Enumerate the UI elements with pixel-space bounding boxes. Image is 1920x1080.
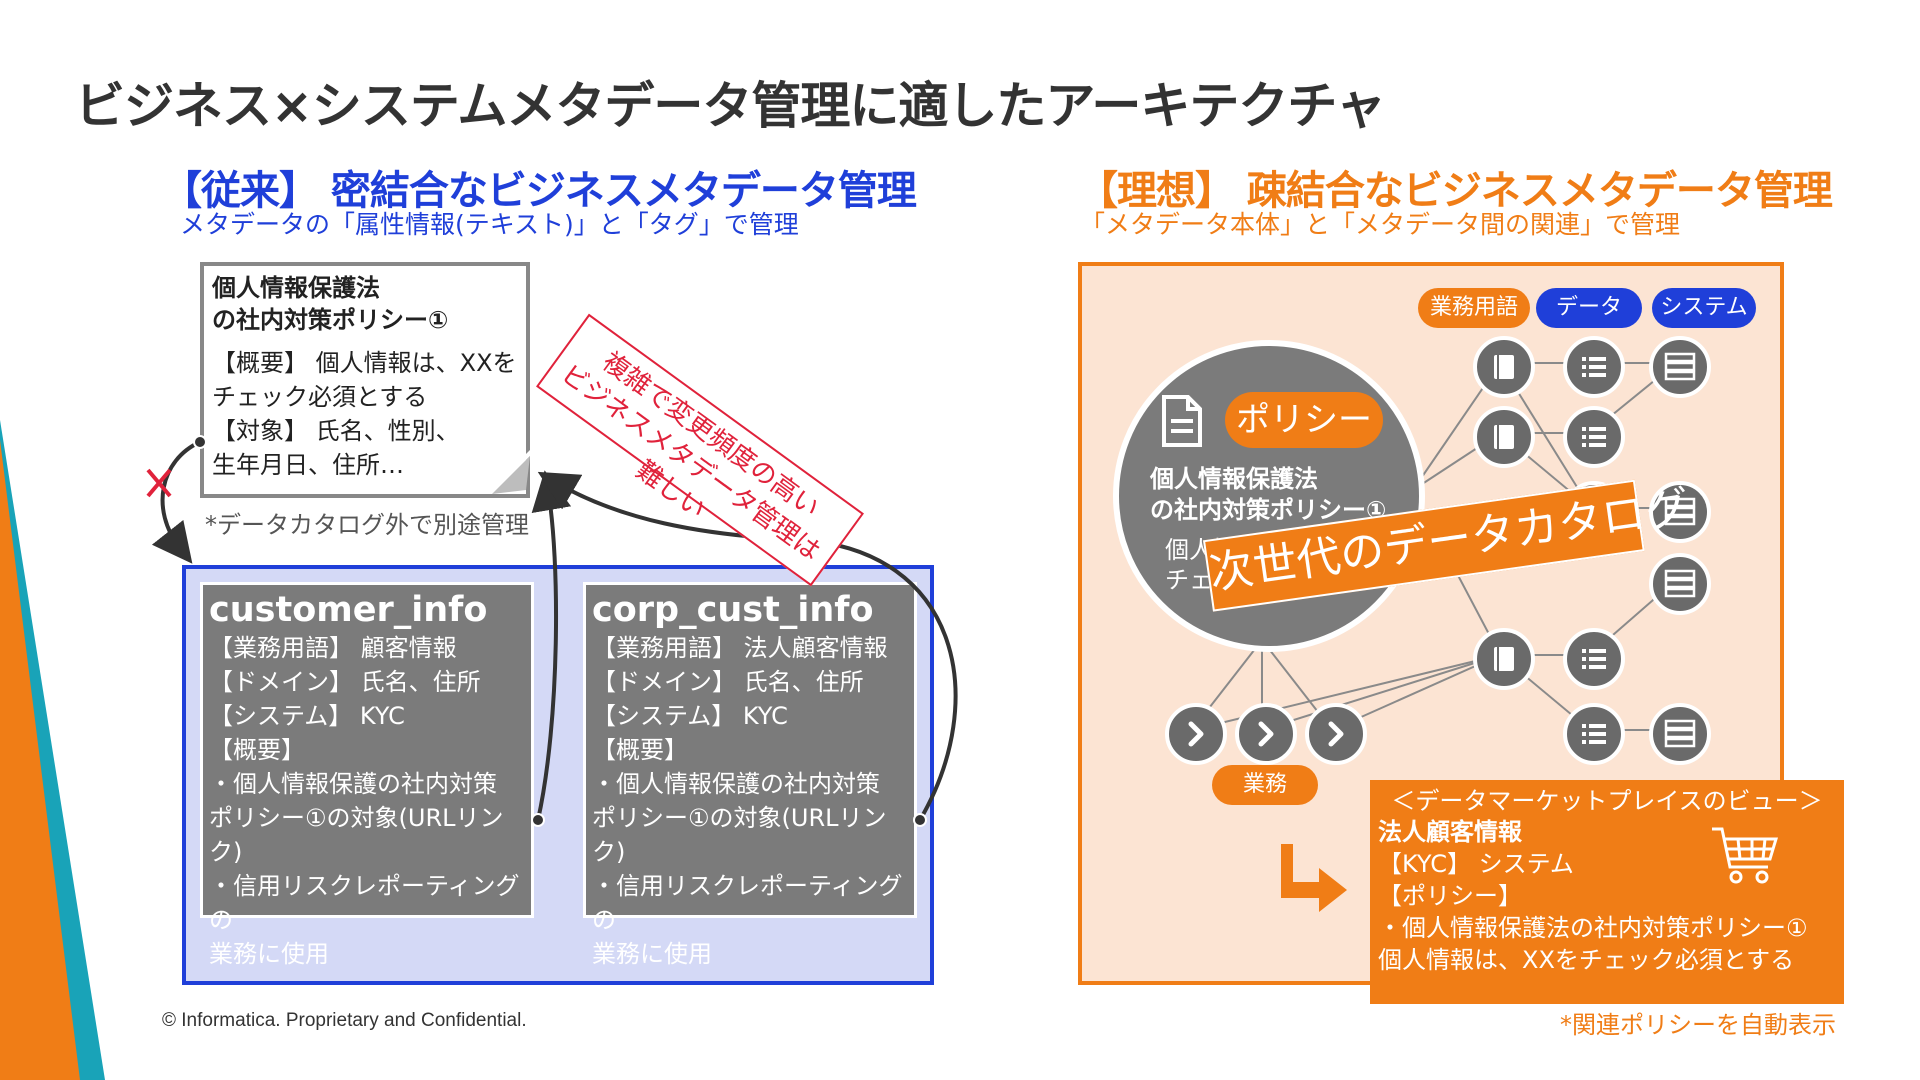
- book-icon: [1473, 406, 1535, 468]
- policy-title: 個人情報保護法 の社内対策ポリシー①: [1150, 465, 1387, 524]
- book-icon: [1473, 336, 1535, 398]
- book-icon: [1473, 628, 1535, 690]
- asset-name: customer_info: [209, 590, 488, 630]
- pill-system: システム: [1652, 288, 1756, 328]
- page-fold-icon: [486, 450, 530, 494]
- asset-body: 【業務用語】 法人顧客情報 【ドメイン】 氏名、住所 【システム】 KYC 【概…: [592, 634, 903, 968]
- link-dot: [193, 435, 207, 449]
- list-icon: [1563, 336, 1625, 398]
- server-icon: [1649, 481, 1711, 543]
- marketplace-details: 【KYC】 システム 【ポリシー】 ・個人情報保護法の社内対策ポリシー① 個人情…: [1378, 850, 1808, 974]
- accent-stripe: [0, 420, 105, 1080]
- cross-mark: [146, 468, 172, 498]
- right-subheading: 「メタデータ本体」と「メタデータ間の関連」で管理: [1080, 210, 1681, 239]
- asset-card-corp-cust-info: corp_cust_info 【業務用語】 法人顧客情報 【ドメイン】 氏名、住…: [583, 582, 917, 968]
- asset-body: 【業務用語】 顧客情報 【ドメイン】 氏名、住所 【システム】 KYC 【概要】…: [209, 634, 520, 968]
- link-dot: [913, 813, 927, 827]
- doc-title: 個人情報保護法 の社内対策ポリシー①: [212, 274, 449, 334]
- marketplace-view: ＜データマーケットプレイスのビュー＞ 法人顧客情報 【KYC】 システム 【ポリ…: [1370, 780, 1844, 1004]
- policy-document-card: 個人情報保護法 の社内対策ポリシー① 【概要】 個人情報は、XXを チェック必須…: [200, 262, 530, 498]
- list-icon: [1563, 628, 1625, 690]
- pill-business-terms: 業務用語: [1418, 288, 1530, 328]
- chevron-right-icon: [1165, 703, 1227, 765]
- doc-note: *データカタログ外で別途管理: [205, 511, 529, 539]
- link-dot: [531, 813, 545, 827]
- cart-icon: [1712, 827, 1779, 884]
- marketplace-header: ＜データマーケットプレイスのビュー＞: [1391, 787, 1823, 815]
- chevron-right-icon: [1305, 703, 1367, 765]
- turn-arrow-icon: [1281, 844, 1347, 912]
- left-heading: 【従来】 密結合なビジネスメタデータ管理: [162, 168, 917, 214]
- right-heading: 【理想】 疎結合なビジネスメタデータ管理: [1078, 168, 1833, 214]
- pill-business: 業務: [1212, 765, 1318, 805]
- server-icon: [1649, 553, 1711, 615]
- server-icon: [1649, 336, 1711, 398]
- doc-body: 【概要】 個人情報は、XXを チェック必須とする 【対象】 氏名、性別、 生年月…: [212, 349, 517, 479]
- server-icon: [1649, 703, 1711, 765]
- chevron-right-icon: [1235, 703, 1297, 765]
- pill-data: データ: [1536, 288, 1642, 328]
- asset-name: corp_cust_info: [592, 590, 874, 630]
- list-icon: [1563, 406, 1625, 468]
- footer-copyright: © Informatica. Proprietary and Confident…: [162, 1010, 527, 1031]
- link-arrow-customer: [531, 470, 572, 821]
- marketplace-title: 法人顧客情報: [1378, 818, 1522, 846]
- document-icon: [1162, 395, 1202, 447]
- list-icon: [1563, 703, 1625, 765]
- policy-label: ポリシー: [1225, 392, 1383, 448]
- page-title: ビジネス×システムメタデータ管理に適したアーキテクチャ: [75, 77, 1386, 135]
- auto-display-note: *関連ポリシーを自動表示: [1560, 1011, 1836, 1039]
- asset-card-customer-info: customer_info 【業務用語】 顧客情報 【ドメイン】 氏名、住所 【…: [200, 582, 534, 968]
- left-subheading: メタデータの「属性情報(テキスト)」と「タグ」で管理: [180, 210, 799, 239]
